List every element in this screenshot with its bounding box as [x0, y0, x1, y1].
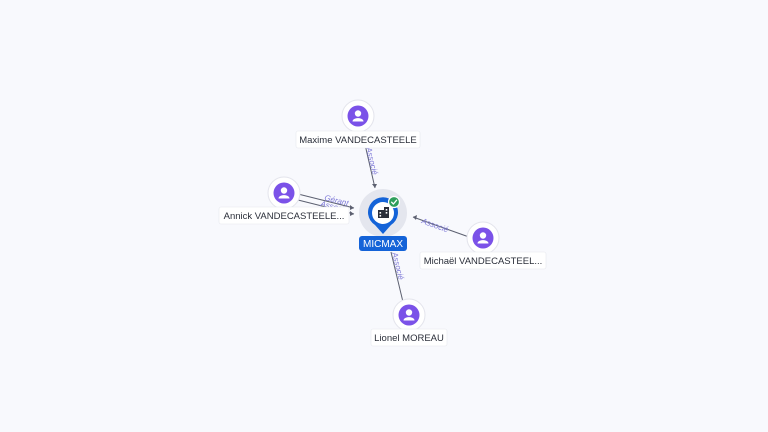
person-icon [472, 227, 494, 249]
person-icon [347, 105, 369, 127]
edge-label: Associé [364, 145, 380, 176]
check-circle-icon [387, 195, 401, 209]
person-name: Michaël VANDECASTEEL... [424, 256, 543, 267]
company-node[interactable]: MICMAX [359, 189, 407, 251]
person-node[interactable]: Maxime VANDECASTEELE [295, 99, 421, 149]
person-icon [273, 182, 295, 204]
person-node[interactable]: Lionel MOREAU [370, 298, 448, 347]
company-name: MICMAX [363, 239, 403, 250]
edge-label: Associé [390, 250, 406, 281]
person-name: Maxime VANDECASTEELE [299, 135, 417, 146]
building-icon [378, 207, 389, 218]
person-icon [398, 304, 420, 326]
person-name: Annick VANDECASTEELE... [224, 211, 345, 222]
person-node[interactable]: Michaël VANDECASTEEL... [419, 221, 547, 270]
edge-label: Associé [419, 216, 450, 235]
edge-lionel-micmax: Associé [390, 250, 406, 303]
person-node[interactable]: Annick VANDECASTEELE... [218, 176, 350, 225]
person-name: Lionel MOREAU [374, 333, 444, 344]
edge-michael-micmax: Associé [412, 215, 470, 238]
